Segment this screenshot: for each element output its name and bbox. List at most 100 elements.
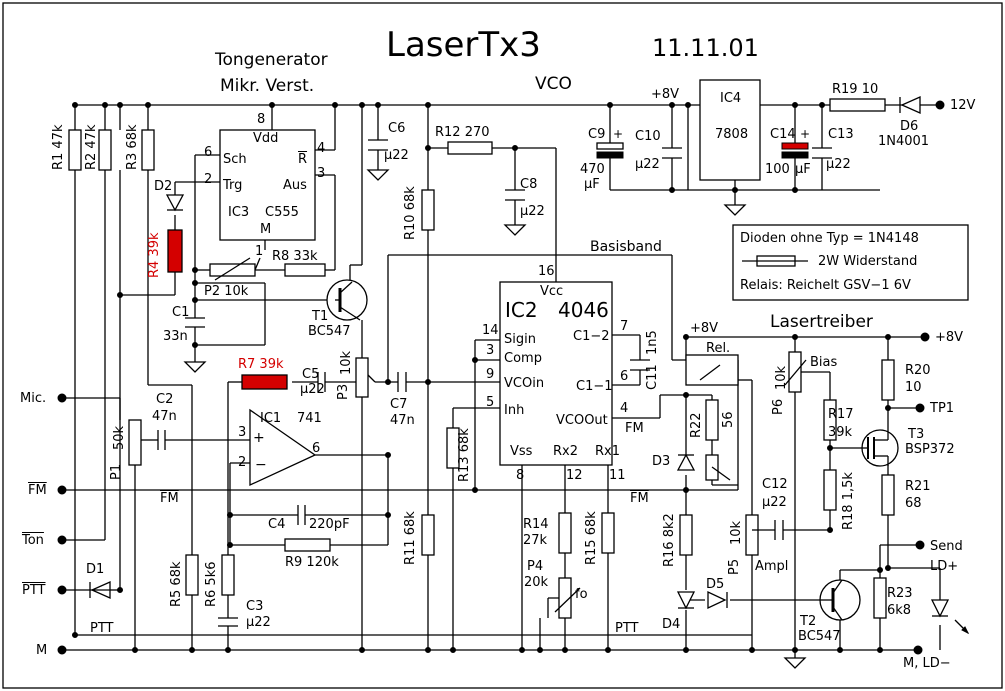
label-r13: R13 68k [457,428,472,482]
terminal-ldplus: LD+ [930,559,959,574]
junction-dots [72,102,891,653]
label-p3: P3 [336,383,351,400]
label-r10: R10 68k [403,186,418,240]
label-ptt-right: PTT [615,621,639,636]
label-r23-value: 6k8 [887,603,912,618]
ic3-r: R [298,152,308,167]
label-c8-value: µ22 [520,204,545,219]
label-fm-bus: FM [160,491,179,506]
label-r3: R3 68k [125,124,140,170]
ic-bodies [219,79,969,487]
ic2-pin7: 7 [620,319,629,334]
ic2-pin11: 11 [609,468,626,483]
label-c3-value: µ22 [246,615,271,630]
ic2-pin16: 16 [538,264,555,279]
transistors [326,279,899,621]
label-fm-bus2: FM [630,491,649,506]
ic2-vss: Vss [510,444,533,459]
label-p3-value: 10k [339,350,354,375]
label-p4: P4 [527,559,544,574]
label-c11-value: 1n5 [645,330,660,355]
potentiometers [128,257,810,619]
label-r20: R20 [905,363,931,378]
label-c7-value: 47n [390,413,415,428]
label-c2-value: 47n [152,409,177,424]
ic2-c11: C1−1 [576,379,613,394]
ic2-vcoin: VCOin [504,376,545,391]
section-mikr-verst: Mikr. Verst. [220,76,315,96]
label-c5-value: µ22 [300,382,325,397]
terminal-tp1: TP1 [930,401,955,416]
terminals [57,100,945,655]
label-t3-type: BSP372 [905,442,955,457]
ic3-pin6: 6 [204,145,213,160]
terminal-8v-mid: +8V [690,321,719,336]
label-c11: C11 [645,364,660,390]
ic3-sch: Sch [223,152,247,167]
ic2-sigin: Sigin [504,332,536,347]
terminal-m-ld: M, LD− [903,656,951,671]
label-p1-value: 50k [112,425,127,450]
label-c10-value: µ22 [635,157,660,172]
label-d6-type: 1N4001 [878,134,930,149]
terminal-ptt: PTT [22,583,46,598]
ic4-name: IC4 [720,91,742,106]
ic2-name: IC2 [505,298,538,322]
ic2-pin12: 12 [566,468,583,483]
label-p2: P2 10k [204,284,249,299]
ground-symbols [183,169,807,669]
label-r19: R19 10 [832,82,879,97]
label-t2: T2 [800,614,817,629]
label-c6: C6 [388,121,406,136]
ic3-pin8: 8 [257,112,266,127]
label-c13-value: µ22 [826,157,851,172]
label-r15: R15 68k [584,511,599,565]
label-c10: C10 [635,129,661,144]
label-t3: T3 [908,427,925,442]
ic2-inh: Inh [504,403,525,418]
ic2-comp: Comp [504,351,542,366]
label-t1-type: BC547 [308,324,351,339]
ic2-pin4: 4 [620,401,629,416]
legend-line1: Dioden ohne Typ = 1N4148 [740,231,919,246]
label-r2: R2 47k [84,124,99,170]
label-c14: C14 [770,127,796,142]
ic1-pin6: 6 [312,441,321,456]
date-label: 11.11.01 [652,34,759,62]
c14-plus: + [800,127,811,141]
section-basisband: Basisband [590,239,662,255]
label-r18: R18 1,5k [841,472,856,530]
section-lasertreiber: Lasertreiber [770,312,873,332]
label-d5: D5 [706,577,725,592]
relay-label: Rel. [706,341,731,356]
label-r17-value: 39k [828,425,853,440]
label-d6: D6 [900,119,919,134]
section-tongenerator: Tongenerator [215,50,328,70]
label-r20-value: 10 [905,380,922,395]
ic2-pin5: 5 [486,395,495,410]
ic3-pin2: 2 [204,172,213,187]
label-c1: C1 [172,305,190,320]
ic3-pin4: 4 [317,141,326,156]
terminal-8v-right: +8V [935,330,964,345]
ic3-name: IC3 [228,205,250,220]
label-c12-value: µ22 [762,495,787,510]
terminal-m: M [36,643,48,658]
terminal-8v-top: +8V [651,87,680,102]
label-r17: R17 [828,407,854,422]
ic2-c12: C1−2 [573,329,610,344]
ic3-m: M [260,222,272,237]
label-c3: C3 [246,599,264,614]
label-d4: D4 [662,617,681,632]
label-r14: R14 [523,517,549,532]
label-r22: R22 [689,412,704,438]
ic3-aus: Aus [283,178,307,193]
label-r21: R21 [905,479,931,494]
label-r14-value: 27k [523,533,548,548]
label-c6-value: µ22 [384,148,409,163]
ic2-vcoout: VCOOut [556,413,608,428]
ic1-pin2: 2 [238,455,247,470]
ic3-trg: Trg [223,178,243,193]
